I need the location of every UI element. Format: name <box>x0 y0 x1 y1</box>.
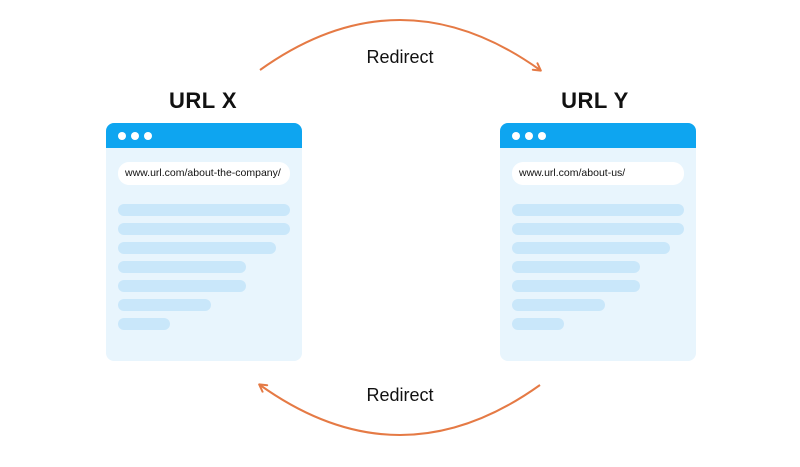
content-line <box>118 204 290 216</box>
window-dot-icon <box>118 131 126 140</box>
window-titlebar <box>500 123 696 148</box>
content-line <box>118 242 276 254</box>
content-line <box>118 280 246 292</box>
address-bar: www.url.com/about-us/ <box>512 162 684 185</box>
window-dot-icon <box>131 131 139 140</box>
redirect-label-top: Redirect <box>366 47 434 67</box>
window-dot-icon <box>538 131 546 140</box>
content-line <box>512 204 684 216</box>
content-line <box>512 280 640 292</box>
content-line <box>512 261 640 273</box>
window-dot-icon <box>144 131 152 140</box>
content-line <box>512 318 564 330</box>
window-dot-icon <box>525 131 533 140</box>
content-placeholder <box>118 204 290 337</box>
content-line <box>118 318 170 330</box>
browser-window-x: www.url.com/about-the-company/ <box>106 123 302 361</box>
content-line <box>118 299 211 311</box>
url-x-title: URL X <box>168 88 238 113</box>
content-placeholder <box>512 204 684 337</box>
content-line <box>512 223 684 235</box>
redirect-label-bottom: Redirect <box>366 385 434 405</box>
address-bar: www.url.com/about-the-company/ <box>118 162 290 185</box>
window-dot-icon <box>512 131 520 140</box>
url-y-title: URL Y <box>561 88 629 113</box>
browser-window-y: www.url.com/about-us/ <box>500 123 696 361</box>
window-titlebar <box>106 123 302 148</box>
content-line <box>118 223 290 235</box>
content-line <box>118 261 246 273</box>
content-line <box>512 242 670 254</box>
content-line <box>512 299 605 311</box>
